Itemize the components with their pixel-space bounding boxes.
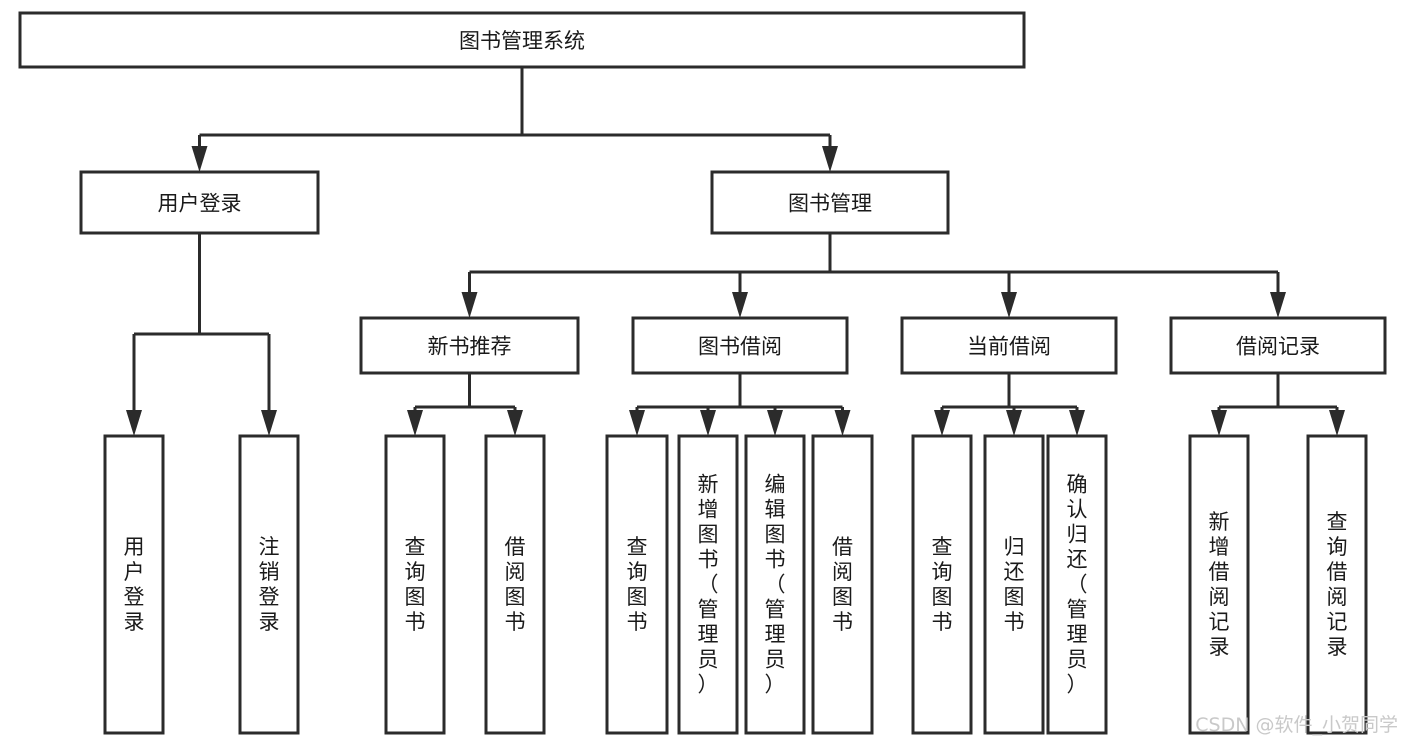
- arrow-head-icon: [261, 410, 277, 436]
- arrow-head-icon: [1211, 410, 1227, 436]
- conn-root-bus: [191, 67, 838, 172]
- node-leaf-query-book-recommend[interactable]: 查询图书: [384, 434, 446, 735]
- arrow-head-icon: [834, 410, 851, 436]
- node-label-leaf-query-book-current: 查询图书: [932, 535, 953, 634]
- node-leaf-user-login[interactable]: 用户登录: [103, 434, 165, 735]
- node-leaf-query-borrow-record[interactable]: 查询借阅记录: [1306, 434, 1368, 735]
- arrow-head-icon: [822, 146, 838, 172]
- node-box-leaf-add-book-admin[interactable]: [677, 434, 739, 735]
- node-label-leaf-return-book: 归还图书: [1004, 535, 1025, 634]
- node-label-leaf-user-login: 用户登录: [124, 535, 145, 634]
- node-box-root[interactable]: [18, 11, 1026, 69]
- node-label-leaf-query-book-borrow: 查询图书: [627, 535, 648, 634]
- connector-layer: [126, 67, 1345, 436]
- node-leaf-edit-book-admin[interactable]: 编辑图书（管理员）: [744, 434, 806, 735]
- node-box-book-manage[interactable]: [710, 170, 950, 235]
- node-label-current-borrow: 当前借阅: [967, 335, 1051, 359]
- csdn-watermark: CSDN @软件_小贺同学: [1195, 714, 1398, 736]
- node-book-borrow[interactable]: 图书借阅: [631, 316, 849, 375]
- node-label-new-book-recommend: 新书推荐: [428, 335, 512, 359]
- node-leaf-query-book-current[interactable]: 查询图书: [911, 434, 973, 735]
- node-leaf-add-borrow-record[interactable]: 新增借阅记录: [1188, 434, 1250, 735]
- node-leaf-logout-login[interactable]: 注销登录: [238, 434, 300, 735]
- node-label-leaf-add-book-admin: 新增图书（管理员）: [698, 473, 719, 697]
- node-box-leaf-confirm-return-admin[interactable]: [1046, 434, 1108, 735]
- conn-current-bus: [934, 373, 1085, 436]
- conn-user-login-bus: [126, 233, 277, 436]
- arrow-head-icon: [507, 410, 523, 436]
- node-leaf-confirm-return-admin[interactable]: 确认归还（管理员）: [1046, 434, 1108, 735]
- node-box-leaf-borrow-book-recommend[interactable]: [484, 434, 546, 735]
- node-root[interactable]: 图书管理系统: [18, 11, 1026, 69]
- conn-book-manage-bus: [461, 233, 1286, 318]
- node-label-leaf-borrow-book-recommend: 借阅图书: [505, 535, 526, 634]
- node-label-book-borrow: 图书借阅: [698, 335, 782, 359]
- node-layer: 图书管理系统用户登录图书管理新书推荐图书借阅当前借阅借阅记录用户登录注销登录查询…: [18, 11, 1387, 735]
- node-label-borrow-record: 借阅记录: [1236, 335, 1320, 359]
- node-label-leaf-confirm-return-admin: 确认归还（管理员）: [1067, 473, 1088, 697]
- arrow-head-icon: [1001, 292, 1017, 318]
- conn-recommend-bus: [407, 373, 523, 436]
- conn-borrow-bus: [629, 373, 851, 436]
- node-label-leaf-logout-login: 注销登录: [259, 535, 280, 634]
- node-box-book-borrow[interactable]: [631, 316, 849, 375]
- node-box-leaf-return-book[interactable]: [983, 434, 1045, 735]
- node-borrow-record[interactable]: 借阅记录: [1169, 316, 1387, 375]
- node-leaf-add-book-admin[interactable]: 新增图书（管理员）: [677, 434, 739, 735]
- node-leaf-borrow-book[interactable]: 借阅图书: [811, 434, 874, 735]
- node-leaf-return-book[interactable]: 归还图书: [983, 434, 1045, 735]
- node-label-leaf-edit-book-admin: 编辑图书（管理员）: [765, 473, 786, 697]
- node-book-manage[interactable]: 图书管理: [710, 170, 950, 235]
- node-box-leaf-query-book-recommend[interactable]: [384, 434, 446, 735]
- node-label-book-manage: 图书管理: [788, 192, 872, 216]
- arrow-head-icon: [700, 410, 716, 436]
- node-box-leaf-borrow-book[interactable]: [811, 434, 874, 735]
- node-leaf-borrow-book-recommend[interactable]: 借阅图书: [484, 434, 546, 735]
- node-box-leaf-logout-login[interactable]: [238, 434, 300, 735]
- node-user-login[interactable]: 用户登录: [79, 170, 320, 235]
- conn-record-bus: [1211, 373, 1345, 436]
- node-box-leaf-user-login[interactable]: [103, 434, 165, 735]
- arrow-head-icon: [191, 146, 208, 172]
- node-new-book-recommend[interactable]: 新书推荐: [359, 316, 580, 375]
- node-leaf-query-book-borrow[interactable]: 查询图书: [605, 434, 669, 735]
- node-box-leaf-query-borrow-record[interactable]: [1306, 434, 1368, 735]
- arrow-head-icon: [767, 410, 783, 436]
- node-label-leaf-query-borrow-record: 查询借阅记录: [1327, 510, 1348, 659]
- arrow-head-icon: [1270, 292, 1286, 318]
- arrow-head-icon: [934, 410, 950, 436]
- node-label-leaf-query-book-recommend: 查询图书: [405, 535, 426, 634]
- arrow-head-icon: [629, 410, 645, 436]
- arrow-head-icon: [1329, 410, 1345, 436]
- node-box-new-book-recommend[interactable]: [359, 316, 580, 375]
- arrow-head-icon: [1006, 410, 1022, 436]
- node-box-borrow-record[interactable]: [1169, 316, 1387, 375]
- node-box-leaf-edit-book-admin[interactable]: [744, 434, 806, 735]
- node-box-leaf-query-book-borrow[interactable]: [605, 434, 669, 735]
- arrow-head-icon: [1069, 410, 1085, 436]
- node-box-current-borrow[interactable]: [900, 316, 1118, 375]
- node-label-root: 图书管理系统: [459, 29, 585, 53]
- arrow-head-icon: [461, 292, 478, 318]
- arrow-head-icon: [126, 410, 142, 436]
- node-current-borrow[interactable]: 当前借阅: [900, 316, 1118, 375]
- node-box-user-login[interactable]: [79, 170, 320, 235]
- arrow-head-icon: [732, 292, 748, 318]
- node-label-leaf-borrow-book: 借阅图书: [832, 535, 853, 634]
- node-label-user-login: 用户登录: [158, 192, 242, 216]
- watermark-layer: CSDN @软件_小贺同学: [1195, 714, 1398, 736]
- node-box-leaf-add-borrow-record[interactable]: [1188, 434, 1250, 735]
- arrow-head-icon: [407, 410, 423, 436]
- node-box-leaf-query-book-current[interactable]: [911, 434, 973, 735]
- node-label-leaf-add-borrow-record: 新增借阅记录: [1209, 510, 1230, 659]
